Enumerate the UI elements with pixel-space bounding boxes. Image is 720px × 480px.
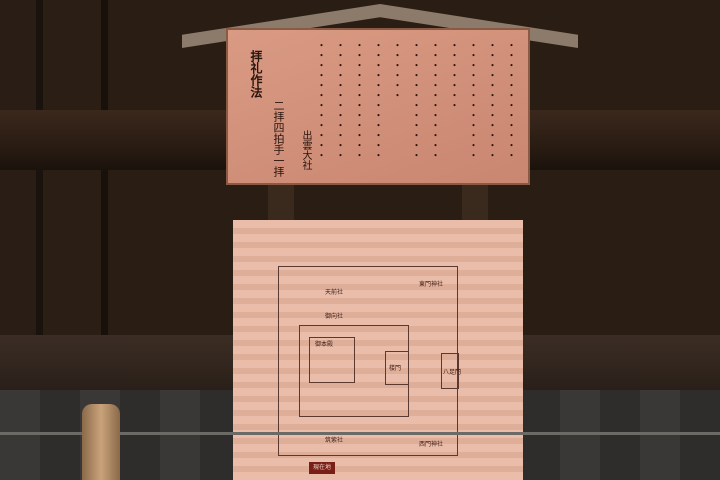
honden-outline (309, 337, 355, 383)
text-column: ・・・・・・・・・・・・ (371, 40, 382, 160)
label-romon: 楼門 (389, 365, 402, 372)
current-location-marker: 現在地 (309, 462, 335, 474)
notice-title: 拝礼作法 (249, 50, 263, 98)
yatsuashimon-outline (441, 353, 459, 389)
romon-outline (385, 351, 409, 385)
text-column: ・・・・・・・・・・・・ (333, 40, 344, 160)
precinct-outline: 御本殿 楼門 八足門 東門神社 西門神社 天前社 御向社 筑紫社 (278, 266, 462, 456)
notice-body: ・・・・・・・・・・・・ ・・・・・・・・・・・・ ・・・・・・・・・・・・ ・… (242, 40, 515, 173)
label-yatsuashimon: 八足門 (443, 369, 462, 376)
label-shrine-c: 筑紫社 (325, 437, 344, 444)
worship-notice-board: ・・・・・・・・・・・・ ・・・・・・・・・・・・ ・・・・・・・・・・・・ ・… (226, 28, 530, 185)
label-shrine-a: 天前社 (325, 289, 344, 296)
sign-post (462, 180, 488, 220)
text-column: ・・・・・・・ (447, 40, 458, 110)
wooden-bollard (82, 404, 120, 480)
label-honden: 御本殿 (315, 341, 334, 348)
text-column: ・・・・・・・・・・・・ (466, 40, 477, 160)
rope-barrier (0, 432, 720, 435)
shrine-map-board: 御本殿 楼門 八足門 東門神社 西門神社 天前社 御向社 筑紫社 現在地 (233, 220, 523, 480)
notice-subtitle: 二拝四拍手一拝 (272, 100, 285, 177)
label-shrine-b: 御向社 (325, 313, 344, 320)
sign-post (268, 180, 294, 220)
notice-organization: 出雲大社 (300, 130, 311, 170)
text-column: ・・・・・・ (390, 40, 401, 100)
text-column: ・・・・・・・・・・・・ (485, 40, 496, 160)
text-column: ・・・・・・・・・・・・ (352, 40, 363, 160)
text-column: ・・・・・・・・・・・・ (409, 40, 420, 160)
label-west-gate-shrine: 西門神社 (419, 441, 444, 448)
label-east-gate-shrine: 東門神社 (419, 281, 444, 288)
text-column: ・・・・・・・・・・・・ (314, 40, 325, 160)
text-column: ・・・・・・・・・・・・ (428, 40, 439, 160)
text-column: ・・・・・・・・・・・・ (504, 40, 515, 160)
